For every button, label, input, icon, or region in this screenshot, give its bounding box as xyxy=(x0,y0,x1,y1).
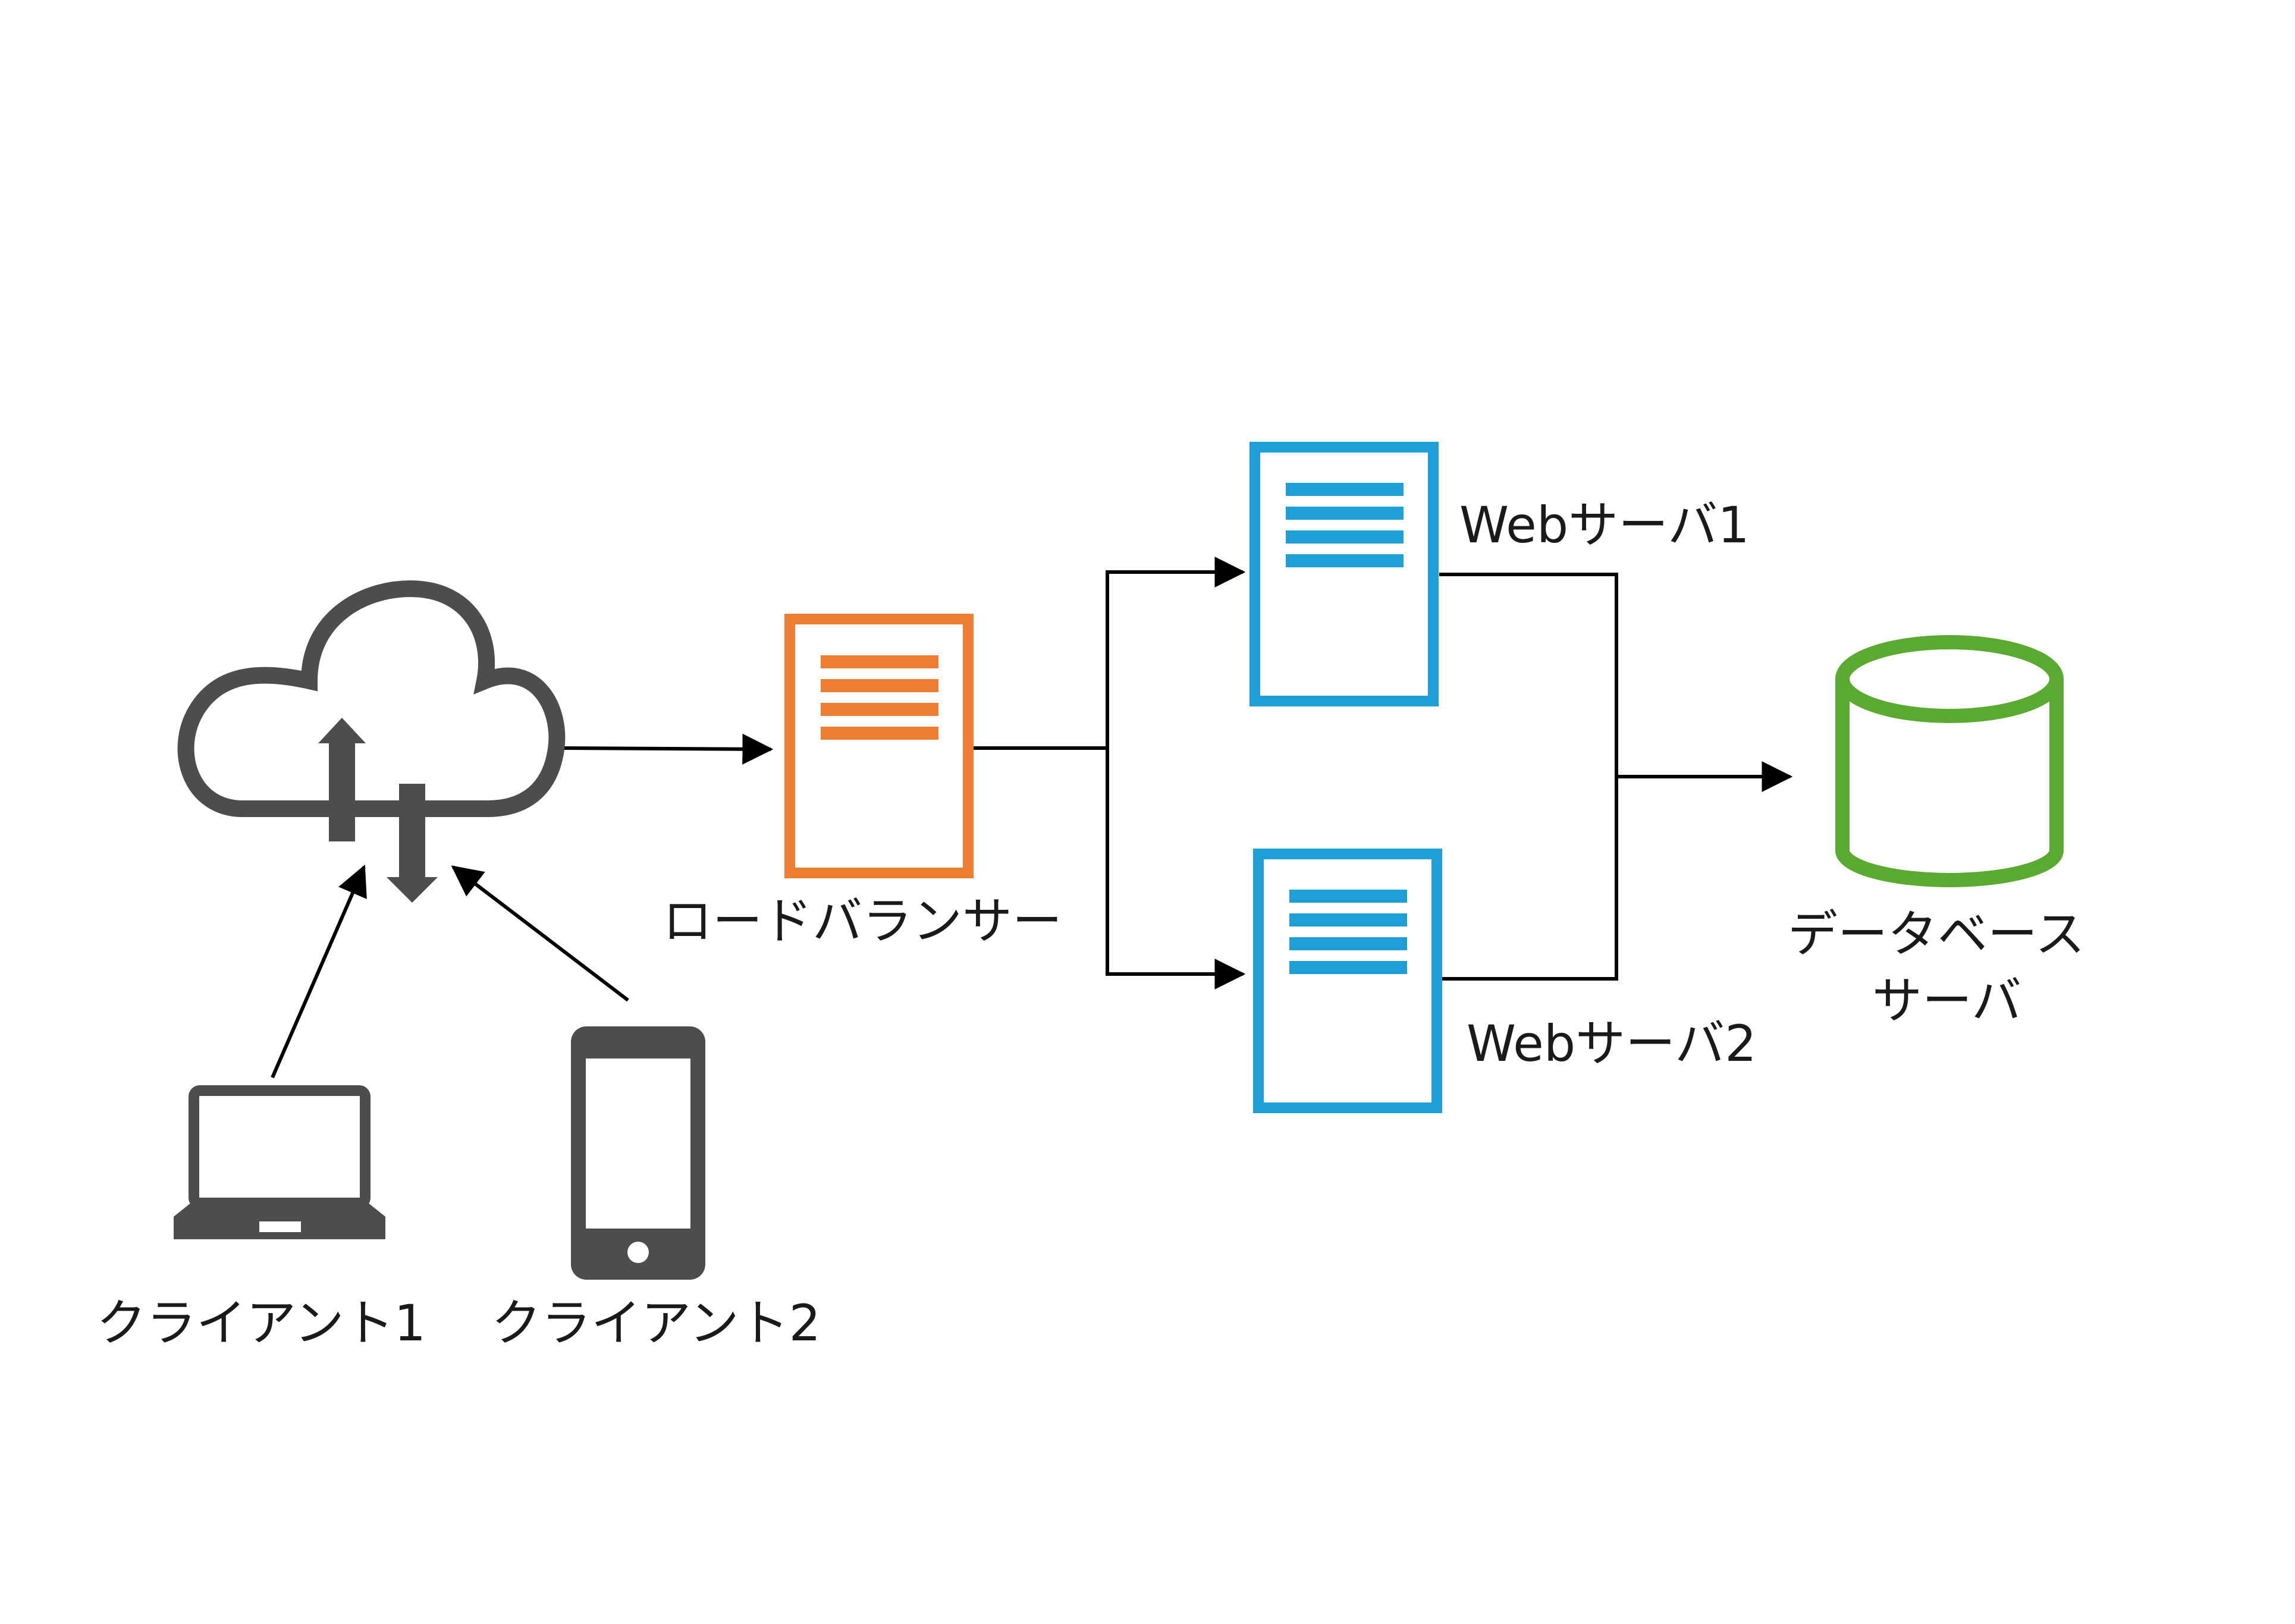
load-balancer-slot xyxy=(821,655,938,668)
client2: クライアント2 xyxy=(491,1026,821,1352)
web-server2-slot xyxy=(1289,961,1407,974)
server-icon xyxy=(1249,442,1439,706)
connector-client1-to-internet xyxy=(271,865,367,1079)
database-cylinder-top xyxy=(1835,635,2064,723)
web-server1-slot xyxy=(1286,554,1404,567)
web-server1-slot xyxy=(1286,483,1404,496)
cloud-outline xyxy=(177,580,566,817)
web-server1-label: Webサーバ1 xyxy=(1459,496,1750,554)
client1-label: クライアント1 xyxy=(96,1294,426,1352)
laptop-icon xyxy=(174,1085,385,1239)
web-server2-frame xyxy=(1253,849,1442,1113)
download-arrow-shaft xyxy=(399,784,425,888)
server-icon xyxy=(1253,849,1442,1113)
web-server1-slot xyxy=(1286,530,1404,544)
load-balancer-slot xyxy=(821,679,938,692)
upload-arrow-shaft xyxy=(329,734,355,841)
web-server2: Webサーバ2 xyxy=(1253,849,1757,1113)
smartphone-icon xyxy=(571,1026,705,1280)
database-server: データベース サーバ xyxy=(1788,635,2085,1030)
connectors xyxy=(271,557,1793,1079)
client2-label: クライアント2 xyxy=(491,1294,821,1352)
connector-internet-to-load-balancer xyxy=(563,733,774,765)
web-server1-slot xyxy=(1286,507,1404,520)
web-server2-label: Webサーバ2 xyxy=(1467,1014,1757,1073)
web-server1-frame xyxy=(1249,442,1439,706)
connector-client2-to-internet xyxy=(451,865,629,1002)
web-server2-slot xyxy=(1289,937,1407,950)
load-balancer-slot xyxy=(821,703,938,716)
download-arrow-head xyxy=(387,877,438,903)
client1: クライアント1 xyxy=(96,1085,426,1352)
laptop-base xyxy=(174,1198,385,1239)
web-server2-slot xyxy=(1289,890,1407,903)
database-server-label-line2: サーバ xyxy=(1872,972,2021,1030)
smartphone-home-button xyxy=(627,1242,649,1263)
load-balancer-label: ロードバランサー xyxy=(663,892,1062,950)
server-icon xyxy=(784,614,974,878)
load-balancer-frame xyxy=(784,614,974,878)
laptop-screen xyxy=(189,1085,371,1209)
upload-arrow-head xyxy=(318,718,366,743)
cloud-upload-download-icon xyxy=(177,580,566,903)
load-balancer: ロードバランサー xyxy=(663,614,1062,950)
smartphone-screen xyxy=(586,1058,690,1229)
web-server1: Webサーバ1 xyxy=(1249,442,1750,706)
web-server2-slot xyxy=(1289,913,1407,926)
database-server-label-line1: データベース xyxy=(1788,905,2085,963)
connector-web-server1-out xyxy=(1439,573,1618,981)
laptop-trackpad xyxy=(259,1221,301,1232)
database-cylinder-body xyxy=(1835,679,2064,887)
database-icon xyxy=(1835,635,2064,887)
load-balancer-slot xyxy=(821,727,938,740)
